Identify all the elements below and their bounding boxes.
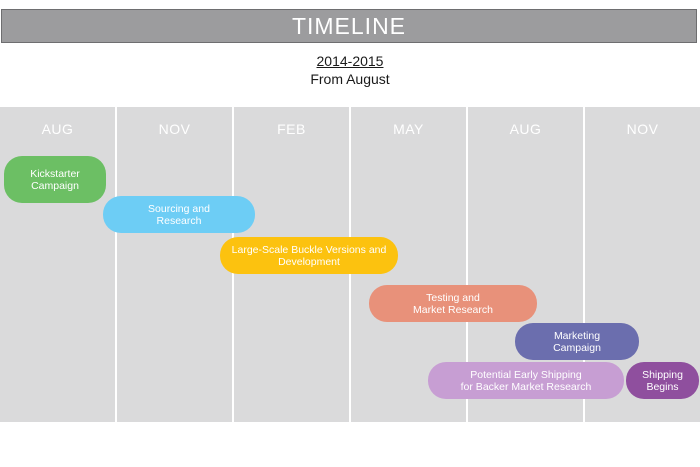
- page-title: TIMELINE: [291, 12, 407, 39]
- column-label: MAY: [393, 121, 424, 137]
- year-range: 2014-2015: [316, 53, 384, 69]
- title-bar: TIMELINE: [1, 9, 697, 43]
- start-note: From August: [310, 71, 390, 87]
- column-label: FEB: [277, 121, 306, 137]
- column-label: NOV: [158, 121, 191, 137]
- column-nov-2014: NOV: [117, 107, 232, 422]
- column-label: AUG: [41, 121, 74, 137]
- column-label: NOV: [626, 121, 659, 137]
- column-label: AUG: [509, 121, 542, 137]
- column-aug-2014: AUG: [0, 107, 115, 422]
- subtitle: 2014-2015 From August: [0, 52, 700, 88]
